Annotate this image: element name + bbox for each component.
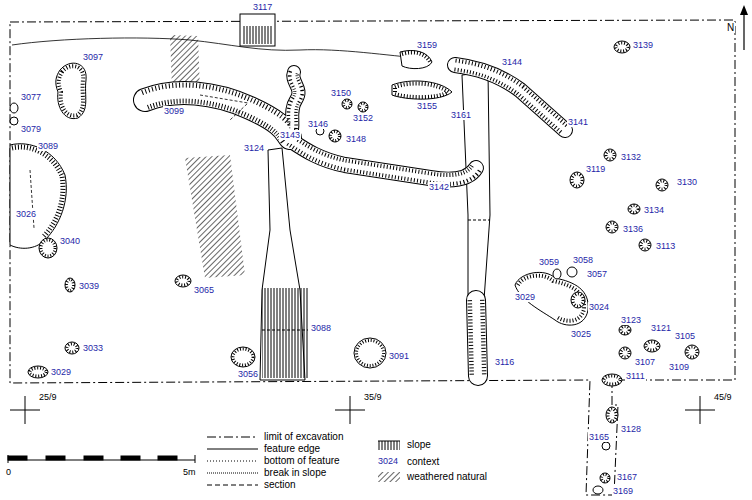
context-number: 3139 (632, 40, 654, 50)
context-number: 3143 (279, 130, 301, 140)
context-number: 3057 (586, 269, 608, 279)
context-number: 3091 (388, 351, 410, 361)
grid-coordinate: 35/9 (363, 392, 383, 402)
context-number: 3119 (585, 164, 606, 174)
legend-text: context (406, 456, 440, 467)
context-number: 3029 (50, 367, 72, 377)
context-number: 3065 (193, 285, 215, 295)
context-number: 3124 (243, 143, 265, 153)
context-number: 3148 (345, 134, 367, 144)
context-number: 3107 (634, 357, 656, 367)
context-number: 3116 (494, 357, 515, 367)
scale-label: 5m (182, 467, 197, 477)
context-number: 3099 (163, 106, 185, 116)
context-number: 3058 (572, 255, 594, 265)
context-number: 3144 (501, 57, 523, 67)
legend-context-sample: 3024 (377, 456, 399, 466)
context-number: 3025 (570, 329, 592, 339)
legend-text: slope (406, 439, 432, 450)
legend-text: break in slope (263, 467, 327, 478)
grid-coordinate: 45/9 (713, 392, 733, 402)
context-number: 3113 (655, 241, 676, 251)
legend-text: limit of excavation (263, 431, 344, 442)
legend-text: feature edge (263, 443, 321, 454)
context-number: 3033 (82, 343, 104, 353)
context-number: 3128 (620, 424, 642, 434)
context-number: 3150 (330, 88, 352, 98)
legend-text: weathered natural (406, 471, 488, 482)
context-number: 3026 (15, 209, 37, 219)
context-number: 3024 (588, 302, 610, 312)
context-number: 3152 (352, 113, 374, 123)
context-number: 3077 (20, 92, 42, 102)
context-number: 3123 (620, 315, 642, 325)
legend-text: section (263, 479, 297, 490)
context-number: 3040 (59, 236, 81, 246)
context-number: 3130 (676, 177, 698, 187)
context-number: 3169 (612, 486, 634, 496)
context-number: 3159 (416, 40, 438, 50)
context-number: 3155 (416, 101, 438, 111)
context-number: 3097 (82, 52, 104, 62)
context-number: 3146 (307, 119, 329, 129)
context-number: 3039 (78, 281, 100, 291)
legend-text: bottom of feature (263, 455, 341, 466)
context-number: 3109 (668, 362, 690, 372)
grid-coordinate: 25/9 (38, 392, 58, 402)
context-number: 3111 (625, 371, 646, 381)
context-number: 3134 (643, 205, 665, 215)
context-number: 3059 (538, 257, 560, 267)
north-label: N (726, 22, 735, 33)
context-number: 3142 (428, 182, 450, 192)
context-number: 3167 (616, 472, 638, 482)
context-number: 3121 (650, 323, 672, 333)
context-number: 3079 (20, 124, 42, 134)
context-number: 3161 (450, 110, 472, 120)
context-number: 3141 (567, 117, 589, 127)
context-number: 3089 (37, 141, 59, 151)
context-number: 3088 (310, 323, 332, 333)
context-number: 3117 (252, 2, 273, 12)
context-number: 3132 (620, 152, 642, 162)
context-number: 3136 (622, 224, 644, 234)
context-number: 3056 (237, 369, 259, 379)
context-number: 3105 (674, 331, 696, 341)
context-number: 3029 (514, 292, 536, 302)
scale-label: 0 (5, 467, 12, 477)
context-number: 3165 (588, 432, 610, 442)
